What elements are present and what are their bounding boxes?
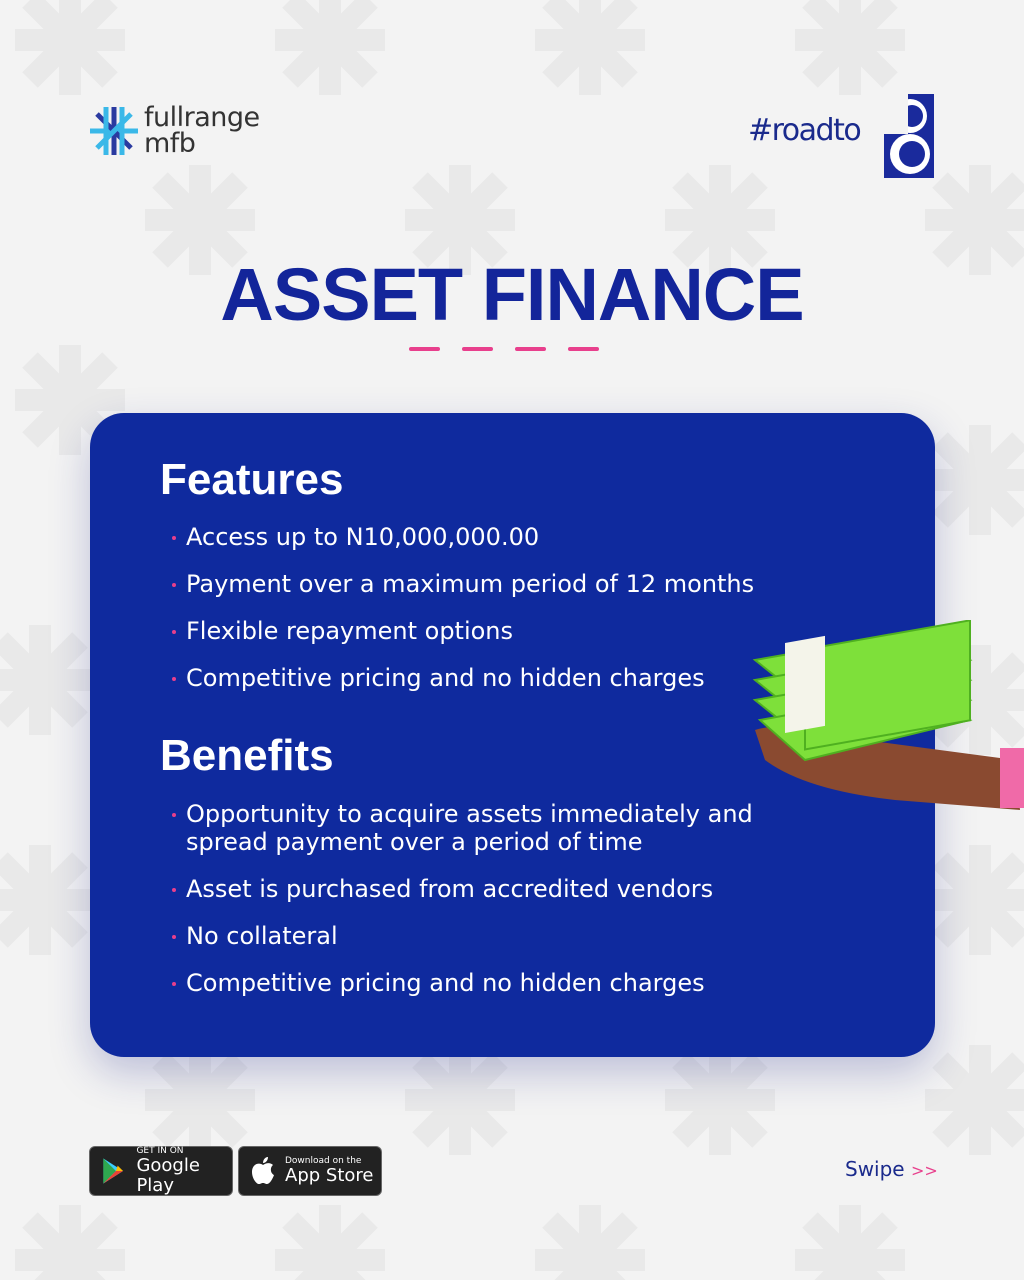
list-item: Access up to N10,000,000.00 bbox=[171, 523, 754, 551]
page-title: ASSET FINANCE bbox=[220, 253, 804, 336]
swipe-hint[interactable]: Swipe >> bbox=[845, 1157, 938, 1181]
list-item: Opportunity to acquire assets immediatel… bbox=[172, 800, 786, 856]
google-play-small-text: GET IN ON bbox=[136, 1146, 184, 1156]
features-list: Access up to N10,000,000.00 Payment over… bbox=[171, 523, 755, 711]
swipe-arrows-icon: >> bbox=[910, 1161, 938, 1180]
list-item: Flexible repayment options bbox=[171, 617, 754, 645]
list-item: Competitive pricing and no hidden charge… bbox=[172, 969, 786, 997]
brand-suffix: mfb bbox=[144, 128, 196, 159]
number-eight-logo bbox=[884, 94, 934, 178]
app-store-small-text: Download on the bbox=[285, 1156, 362, 1166]
logo-star-icon bbox=[90, 107, 138, 155]
swipe-label: Swipe bbox=[845, 1157, 905, 1181]
brand-name: fullrange bbox=[144, 102, 260, 133]
app-store-label: App Store bbox=[285, 1165, 374, 1186]
google-play-label: Google Play bbox=[136, 1155, 200, 1196]
list-item: Asset is purchased from accredited vendo… bbox=[172, 875, 786, 903]
features-heading: Features bbox=[160, 455, 344, 504]
google-play-icon bbox=[103, 1158, 124, 1184]
hashtag: #roadto bbox=[748, 113, 862, 148]
list-item: Competitive pricing and no hidden charge… bbox=[171, 664, 754, 692]
hand-with-money-illustration bbox=[752, 620, 1024, 810]
benefits-list: Opportunity to acquire assets immediatel… bbox=[172, 800, 786, 1016]
list-item: Payment over a maximum period of 12 mont… bbox=[171, 570, 755, 598]
title-divider bbox=[409, 347, 599, 351]
apple-icon bbox=[252, 1157, 274, 1184]
benefits-heading: Benefits bbox=[160, 731, 334, 780]
list-item: No collateral bbox=[172, 922, 786, 950]
